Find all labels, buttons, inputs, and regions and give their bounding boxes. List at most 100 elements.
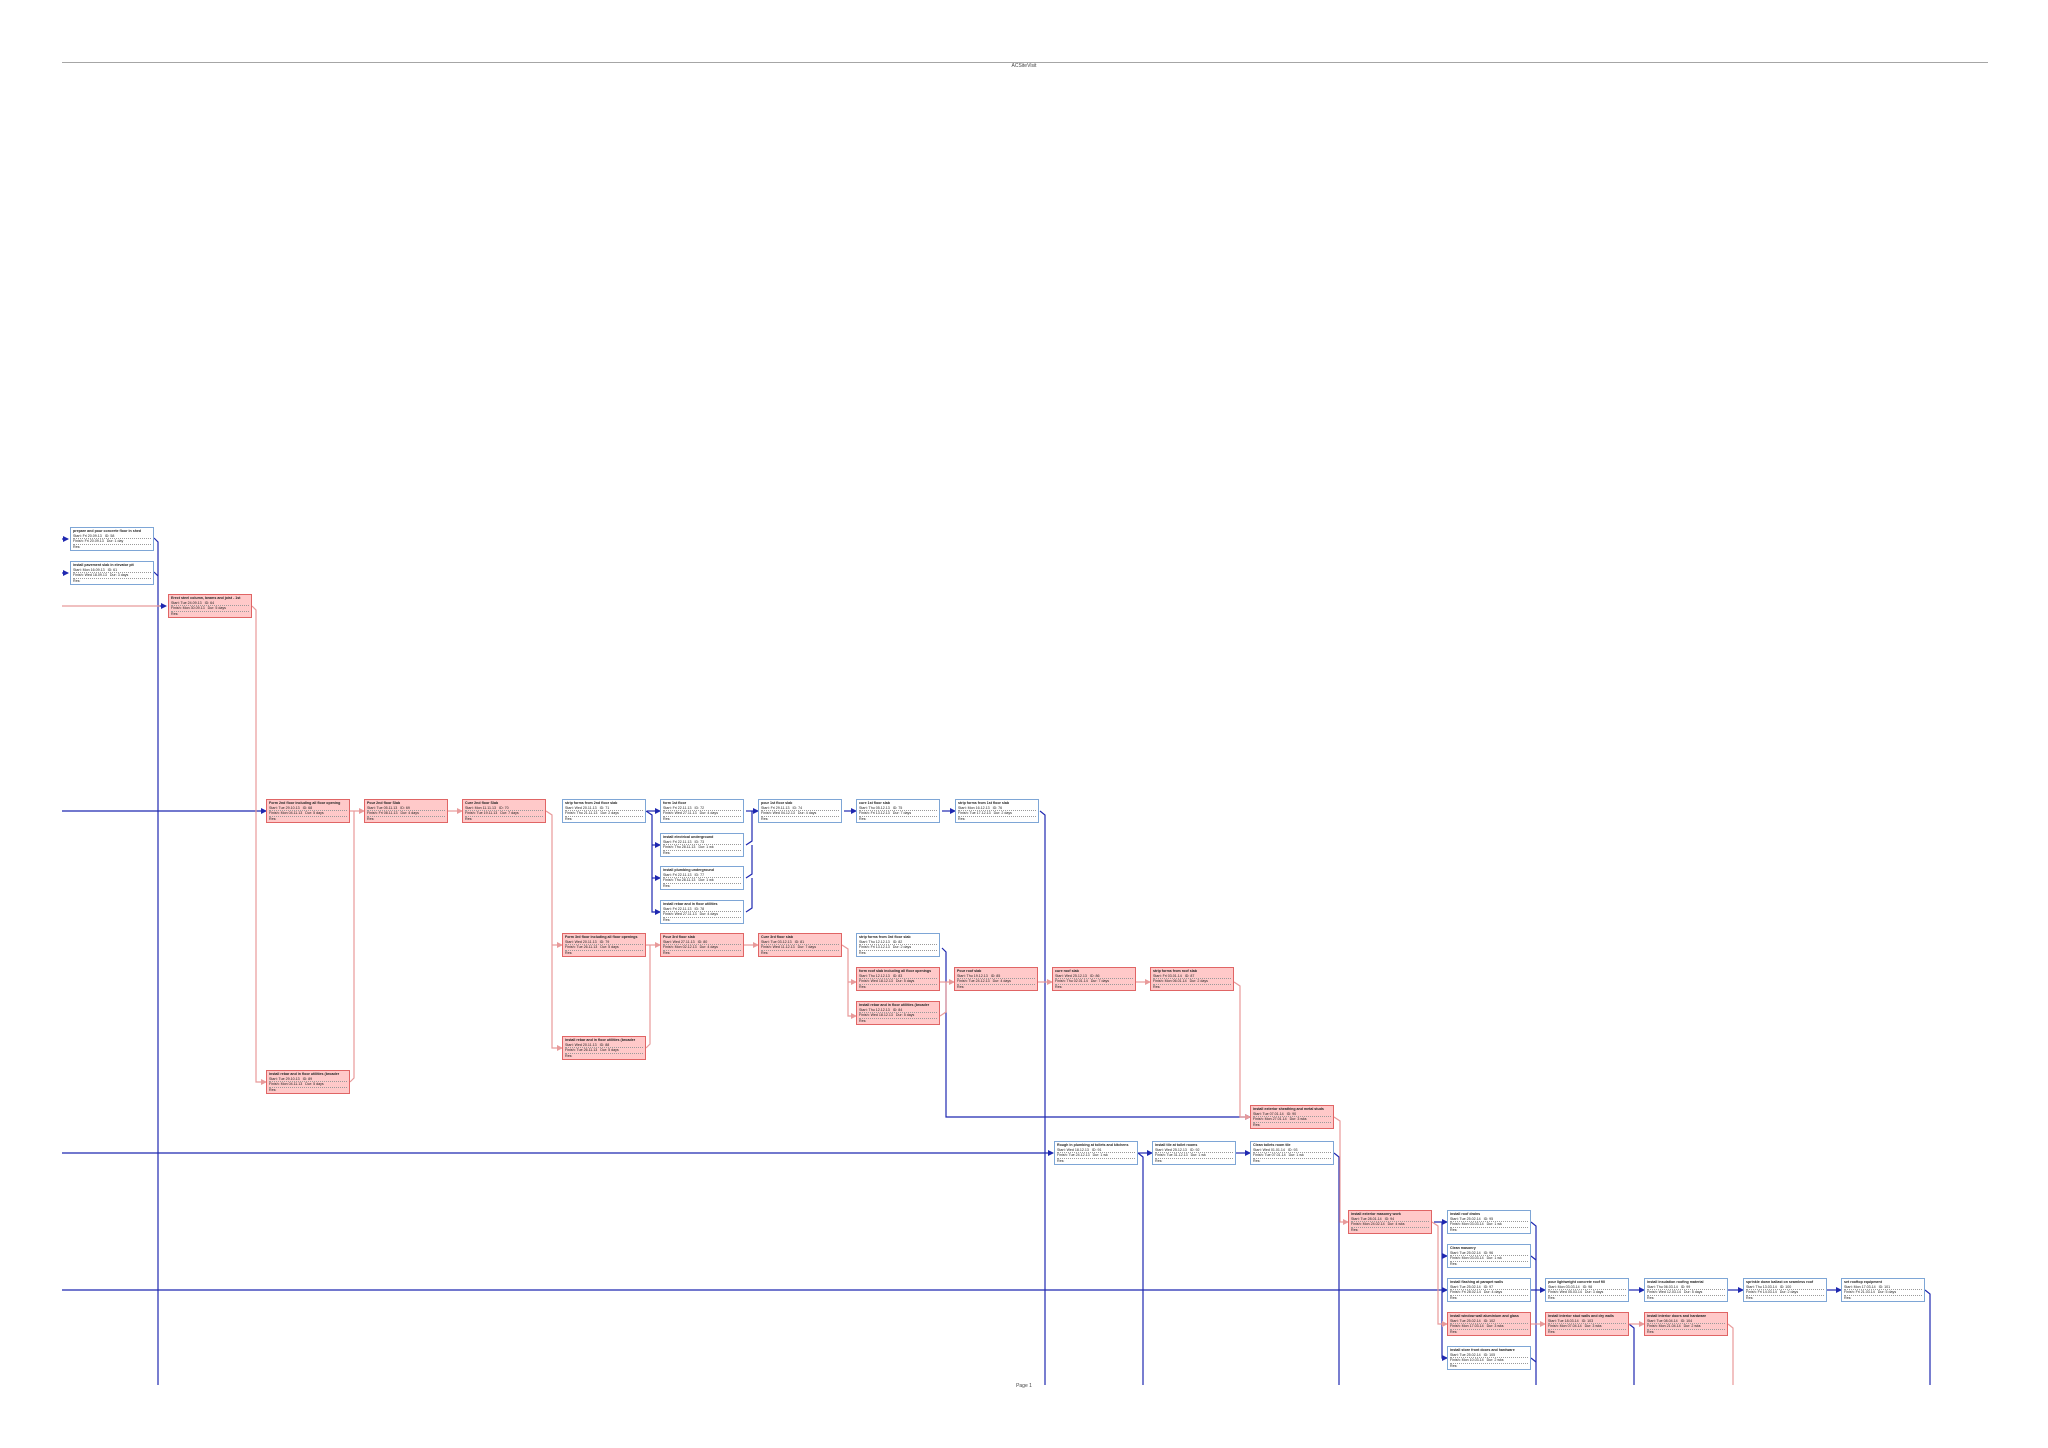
task-id: ID: 97 xyxy=(1483,1284,1494,1289)
task-name: install rebar and in floor utilities (br… xyxy=(269,1072,340,1076)
task-start: Start: Tue 25.02.14 xyxy=(1450,1318,1481,1323)
task-start: Start: Thu 06.03.14 xyxy=(1647,1284,1678,1289)
task-finish: Finish: Mon 24.02.14 xyxy=(1351,1222,1385,1227)
task-start: Start: Wed 20.11.13 xyxy=(565,805,597,810)
task-start-row: Start: Tue 28.01.14 ID: 94 xyxy=(1351,1217,1429,1223)
task-id: ID: 61 xyxy=(107,567,118,572)
task-node[interactable]: Form 3rd floor including all floor openi… xyxy=(562,933,646,957)
task-name: pour lightweight concrete roof fill xyxy=(1548,1280,1606,1284)
task-node[interactable]: install exterior sheathing and metal stu… xyxy=(1250,1105,1334,1129)
task-resources: Res: xyxy=(171,611,179,616)
task-id: ID: 64 xyxy=(204,600,215,605)
task-resources: Res: xyxy=(269,1087,277,1092)
task-start: Start: Fri 20.09.13 xyxy=(73,533,102,538)
task-name: Pour 2nd floor Slab xyxy=(367,801,401,805)
task-id: ID: 85 xyxy=(990,973,1001,978)
task-name: install insulation roofing material xyxy=(1647,1280,1704,1284)
task-name: install pavement slab in elevator pit xyxy=(73,563,134,567)
task-id: ID: 95 xyxy=(1483,1216,1494,1221)
task-finish: Finish: Thu 28.11.13 xyxy=(663,878,696,883)
task-finish: Finish: Wed 12.03.14 xyxy=(1647,1290,1681,1295)
task-finish: Finish: Fri 14.03.14 xyxy=(1746,1290,1777,1295)
link xyxy=(1233,981,1251,1120)
task-finish-row: Finish: Wed 12.03.14 Dur: 5 days xyxy=(1647,1290,1725,1296)
task-node[interactable]: Form 2nd floor including all floor openi… xyxy=(266,799,350,823)
task-resources: Res: xyxy=(269,816,277,821)
task-start: Start: Wed 25.12.13 xyxy=(1155,1147,1187,1152)
task-finish-row: Finish: Mon 30.09.13 Dur: 5 days xyxy=(171,606,249,612)
task-name: form 1st floor xyxy=(663,801,687,805)
task-start: Start: Wed 20.11.13 xyxy=(565,1042,597,1047)
task-finish-row: Finish: Fri 13.12.13 Dur: 2 days xyxy=(859,945,937,951)
task-resources: Res: xyxy=(73,578,81,583)
task-node[interactable]: install interior stud walls and dry wall… xyxy=(1545,1312,1629,1336)
task-node[interactable]: form roof slab including all floor openi… xyxy=(856,967,940,991)
task-start: Start: Mon 16.09.13 xyxy=(73,567,105,572)
task-finish-row: Finish: Wed 18.12.13 Dur: 5 days xyxy=(859,979,937,985)
task-finish-row: Finish: Fri 14.03.14 Dur: 2 days xyxy=(1746,1290,1824,1296)
task-start: Start: Thu 12.12.13 xyxy=(859,1007,890,1012)
task-start: Start: Tue 08.04.14 xyxy=(1647,1318,1678,1323)
task-node[interactable]: Rough in plumbing at toilets and kitchen… xyxy=(1054,1141,1138,1165)
task-duration: Dur: 7 days xyxy=(892,811,912,816)
task-node[interactable]: install rebar and in floor utilities (br… xyxy=(856,1001,940,1025)
task-node[interactable]: Erect steel column, beams and joist - 1s… xyxy=(168,594,252,618)
task-start-row: Start: Tue 07.01.14 ID: 90 xyxy=(1253,1112,1331,1118)
task-node[interactable]: install rebar and in floor utilities (br… xyxy=(562,1036,646,1060)
task-node[interactable]: install rebar and in floor utilities (br… xyxy=(266,1070,350,1094)
task-finish-row: Finish: Tue 24.12.13 Dur: 4 days xyxy=(957,979,1035,985)
task-start: Start: Tue 05.11.13 xyxy=(367,805,398,810)
task-start: Start: Wed 01.01.14 xyxy=(1253,1147,1285,1152)
task-start: Start: Thu 12.12.13 xyxy=(859,939,890,944)
task-name: Rough in plumbing at toilets and kitchen… xyxy=(1057,1143,1129,1147)
task-finish: Finish: Mon 03.03.14 xyxy=(1450,1222,1484,1227)
task-start: Start: Mon 03.03.14 xyxy=(1548,1284,1580,1289)
task-finish: Finish: Tue 17.12.13 xyxy=(958,811,991,816)
link xyxy=(1727,1323,1734,1385)
task-duration: Dur: 5 days xyxy=(600,1048,619,1053)
task-duration: Dur: 3 wks xyxy=(1486,1324,1504,1329)
task-start: Start: Tue 25.02.14 xyxy=(1450,1250,1481,1255)
task-finish: Finish: Thu 21.11.13 xyxy=(565,811,598,816)
task-resources: Res: xyxy=(1253,1158,1261,1163)
task-id: ID: 82 xyxy=(892,939,903,944)
task-id: ID: 77 xyxy=(694,872,705,877)
task-finish: Finish: Thu 28.11.13 xyxy=(663,845,696,850)
task-finish: Finish: Fri 13.12.13 xyxy=(859,945,890,950)
task-start-row: Start: Fri 29.11.13 ID: 74 xyxy=(761,806,839,812)
task-id: ID: 96 xyxy=(1483,1250,1494,1255)
link xyxy=(349,811,355,1083)
task-start-row: Start: Wed 18.12.13 ID: 91 xyxy=(1057,1148,1135,1154)
